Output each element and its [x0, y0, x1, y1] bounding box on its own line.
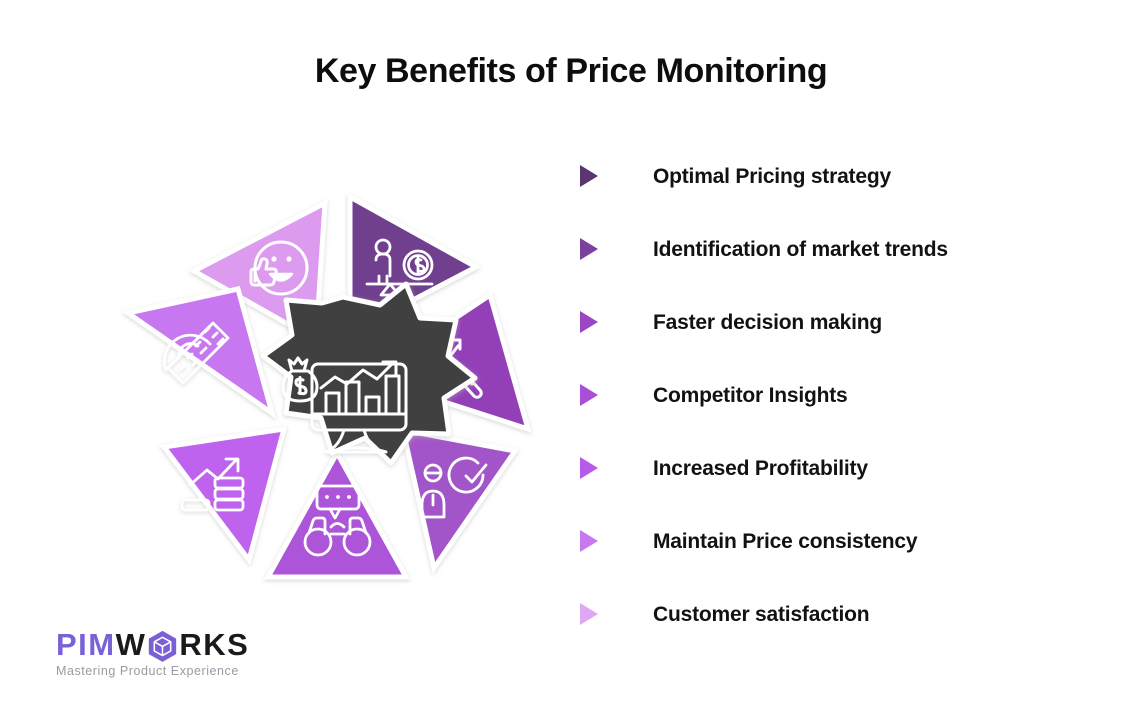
list-item[interactable]: Increased Profitability	[578, 432, 1118, 505]
play-triangle-icon	[578, 164, 604, 190]
benefit-label: Competitor Insights	[653, 383, 848, 407]
logo-text-pim: PIM	[56, 627, 116, 662]
benefit-label: Increased Profitability	[653, 456, 868, 480]
protractor-ruler-icon	[163, 321, 230, 385]
play-triangle-icon	[578, 602, 604, 628]
pimworks-logo[interactable]: PIM W RKS Mastering Product Experience	[56, 627, 306, 678]
list-item[interactable]: Faster decision making	[578, 286, 1118, 359]
list-item[interactable]: Optimal Pricing strategy	[578, 140, 1118, 213]
benefit-label: Customer satisfaction	[653, 602, 870, 626]
play-triangle-icon	[578, 383, 604, 409]
hexagon-cube-icon	[147, 630, 178, 662]
benefits-list: Optimal Pricing strategy Identification …	[578, 140, 1118, 651]
logo-text-rks: RKS	[179, 627, 250, 662]
logo-text-w: W	[115, 627, 147, 662]
segment-left	[121, 286, 277, 419]
binoculars-speech-bubble-icon	[303, 484, 372, 557]
segment-bottom-left	[159, 425, 288, 566]
page-title: Key Benefits of Price Monitoring	[314, 52, 828, 90]
hub-gear	[260, 281, 478, 466]
list-item[interactable]: Competitor Insights	[578, 359, 1118, 432]
person-check-circle-icon	[420, 456, 488, 519]
segment-bottom-right	[399, 426, 520, 575]
play-triangle-icon	[578, 456, 604, 482]
list-item[interactable]: Maintain Price consistency	[578, 505, 1118, 578]
logo-wordmark: PIM W RKS	[56, 627, 306, 662]
price-monitoring-wheel-diagram	[118, 185, 568, 600]
benefit-label: Identification of market trends	[653, 237, 948, 261]
play-triangle-icon	[578, 310, 604, 336]
benefit-label: Optimal Pricing strategy	[653, 164, 891, 188]
benefit-label: Faster decision making	[653, 310, 883, 334]
list-item[interactable]: Identification of market trends	[578, 213, 1118, 286]
growth-arrow-coin-stack-icon	[180, 457, 245, 512]
smiley-thumbs-up-icon	[249, 240, 309, 296]
segment-bottom	[263, 447, 411, 580]
balance-scale-person-dollar-icon	[365, 238, 434, 297]
list-item[interactable]: Customer satisfaction	[578, 578, 1118, 651]
logo-tagline: Mastering Product Experience	[56, 664, 239, 678]
benefit-label: Maintain Price consistency	[653, 529, 918, 553]
play-triangle-icon	[578, 237, 604, 263]
play-triangle-icon	[578, 529, 604, 555]
monitor-bar-chart-money-bag-icon	[281, 356, 408, 454]
